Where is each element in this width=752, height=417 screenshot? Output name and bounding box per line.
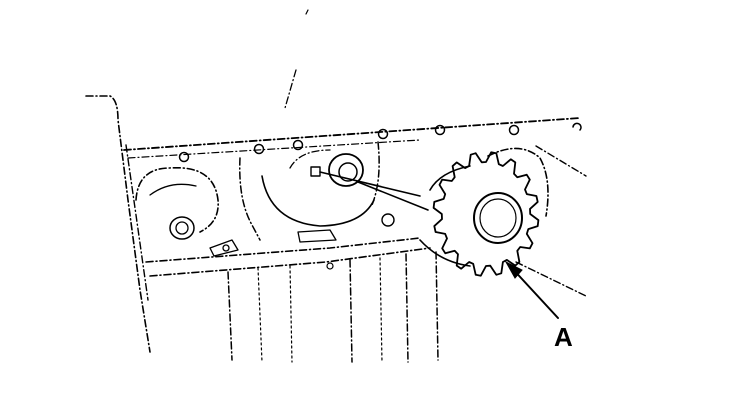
crank-cover	[239, 141, 380, 241]
lower-housing	[227, 251, 439, 363]
bolt-hole	[292, 139, 304, 151]
bolt-hole	[508, 124, 520, 136]
engine-block-outline	[85, 9, 309, 353]
gear-teeth	[432, 151, 540, 277]
bolt-hole	[178, 151, 190, 163]
rear-cover	[487, 145, 587, 297]
gear-tooth-profile	[432, 151, 540, 277]
left-boss	[135, 167, 219, 240]
drive-gear	[419, 151, 540, 277]
bolt-hole	[377, 128, 389, 140]
key-slot	[310, 166, 321, 177]
lower-flange	[145, 213, 431, 277]
callout-label-a: A	[554, 322, 573, 352]
shaft-bushing	[310, 153, 429, 211]
callout-arrow	[504, 260, 559, 319]
gear-hub	[473, 192, 523, 244]
bolt-hole	[253, 143, 265, 155]
bolt-hole	[434, 124, 446, 136]
top-rail	[123, 117, 582, 163]
